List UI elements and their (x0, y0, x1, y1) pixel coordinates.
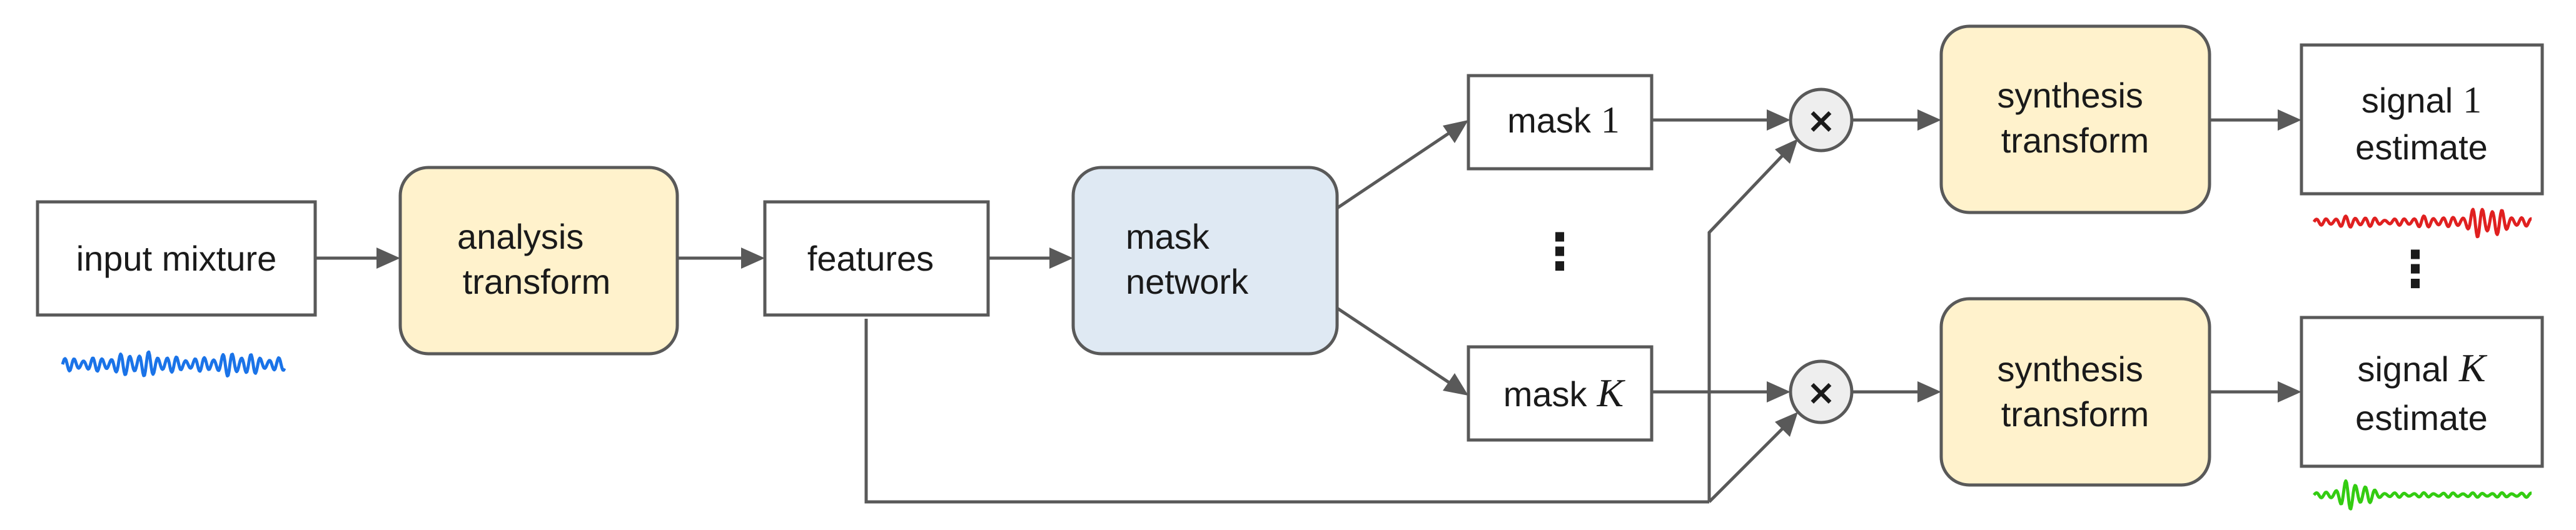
synthesis-k-label: synthesis transform (1998, 349, 2153, 434)
edge-skip-to-multiply-k (1708, 426, 1785, 503)
multiply-icon: × (1807, 372, 1836, 413)
node-analysis-transform: analysis transform (398, 166, 679, 356)
edge-skip-to-multiply-1 (1707, 153, 1785, 502)
signal-1-waveform-icon (2312, 208, 2533, 239)
input-mixture-label: input mixture (76, 239, 277, 278)
signal-ellipsis: ⋮ (2390, 240, 2440, 298)
node-synthesis-transform-1: synthesis transform (1939, 24, 2211, 214)
analysis-transform-label: analysis transform (457, 217, 610, 301)
node-input-mixture: input mixture (36, 200, 317, 317)
node-mask-network: mask network (1071, 166, 1339, 356)
node-features: features (763, 200, 990, 317)
multiply-operator-k: × (1789, 359, 1854, 424)
signal-1-estimate-label: estimate (2355, 128, 2488, 167)
synthesis-1-label: synthesis transform (1998, 76, 2153, 160)
input-waveform-icon (61, 350, 286, 378)
edge-network-to-mask-k (1336, 306, 1452, 386)
signal-k-estimate-label: estimate (2355, 398, 2488, 438)
node-synthesis-transform-k: synthesis transform (1939, 297, 2211, 487)
edge-network-to-mask-1 (1336, 130, 1452, 210)
multiply-icon: × (1807, 101, 1836, 141)
mask-ellipsis: ⋮ (1535, 222, 1585, 281)
mask-network-label: mask network (1126, 217, 1249, 301)
multiply-operator-1: × (1789, 88, 1854, 152)
features-label: features (807, 239, 934, 278)
edge-features-skip (864, 319, 1709, 504)
signal-k-waveform-icon (2313, 479, 2533, 511)
connectors (315, 109, 2301, 504)
